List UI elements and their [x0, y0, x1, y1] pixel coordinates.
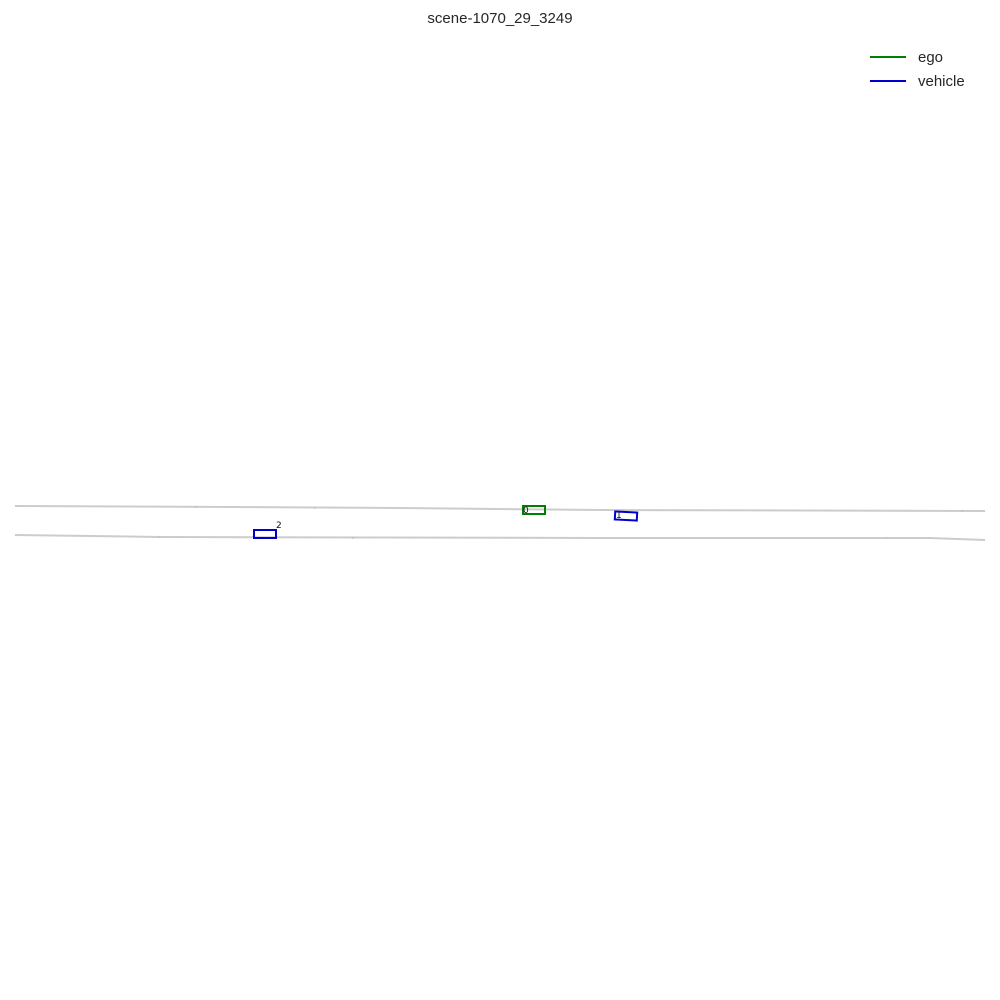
legend-line-ego [870, 56, 906, 58]
legend-label: ego [918, 48, 944, 66]
legend-label: vehicle [918, 72, 965, 90]
legend: ego vehicle [866, 45, 994, 93]
object-box-ego [522, 505, 546, 515]
road-boundary-lower [14, 534, 986, 541]
object-vehicle-1 [613, 510, 639, 522]
legend-item-ego: ego [866, 45, 994, 69]
object-ego: 0 [522, 505, 546, 516]
object-label: 0 [523, 506, 529, 516]
object-vehicle-2: 2 [253, 521, 282, 539]
legend-line-vehicle [870, 80, 906, 82]
object-box-vehicle [613, 510, 639, 522]
road-boundary-upper [14, 505, 986, 512]
object-label: 1 [616, 511, 622, 521]
legend-item-vehicle: vehicle [866, 69, 994, 93]
object-label: 2 [276, 521, 282, 531]
scene-title: scene-1070_29_3249 [427, 10, 573, 27]
object-box-vehicle [253, 529, 277, 539]
